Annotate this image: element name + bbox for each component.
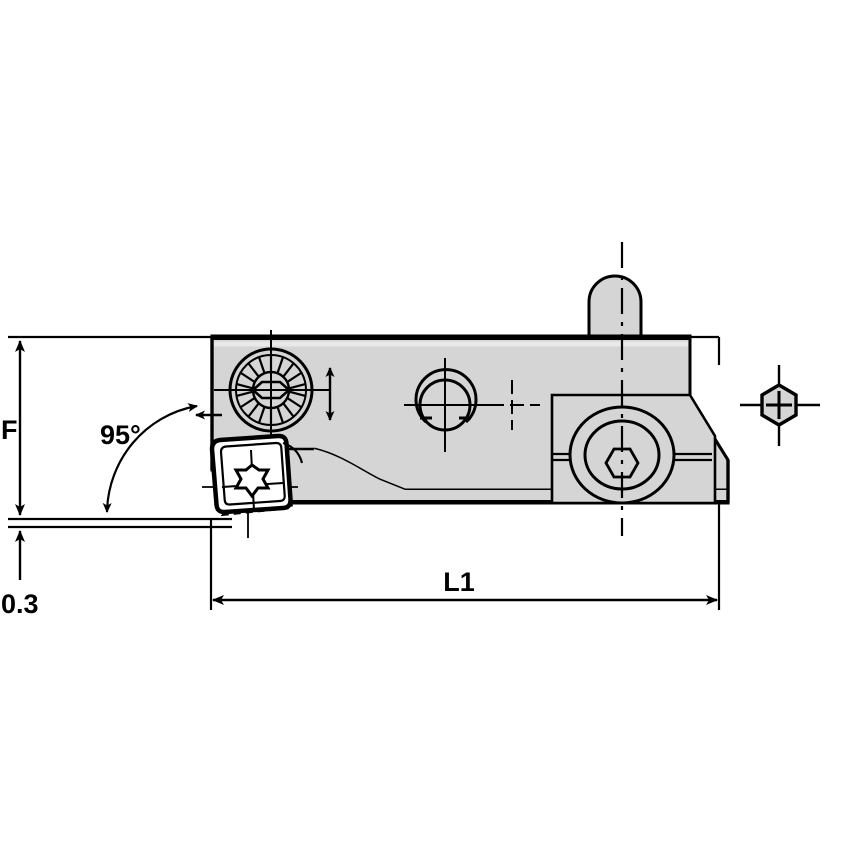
locating-hole-outer-arc	[414, 368, 478, 424]
cutting-insert	[209, 433, 294, 517]
clamp-boss	[550, 393, 717, 505]
insert-offset-label: 0.3	[1, 589, 39, 619]
locating-hole-inner	[418, 378, 472, 432]
torx-screw	[233, 463, 271, 499]
seat-arc-line	[282, 441, 304, 464]
coolant-port-circle	[414, 368, 478, 432]
top-pin-outline	[587, 274, 643, 338]
overall-length-label: L1	[443, 567, 475, 597]
lead-angle-indicator: 95°	[100, 403, 198, 513]
shank-height-label: F	[1, 415, 18, 445]
extension-lines	[8, 335, 721, 610]
lead-angle-label: 95°	[100, 420, 141, 450]
angle-arc-95	[102, 403, 198, 513]
dimension-L1: L1	[212, 567, 718, 605]
hex-key-symbol	[740, 365, 820, 446]
dimension-F: F	[1, 340, 25, 516]
insert-seat-arc	[282, 441, 304, 464]
top-pin-boss	[587, 274, 643, 338]
serration-teeth	[235, 355, 307, 425]
dimension-offset: 0.3	[1, 530, 39, 619]
